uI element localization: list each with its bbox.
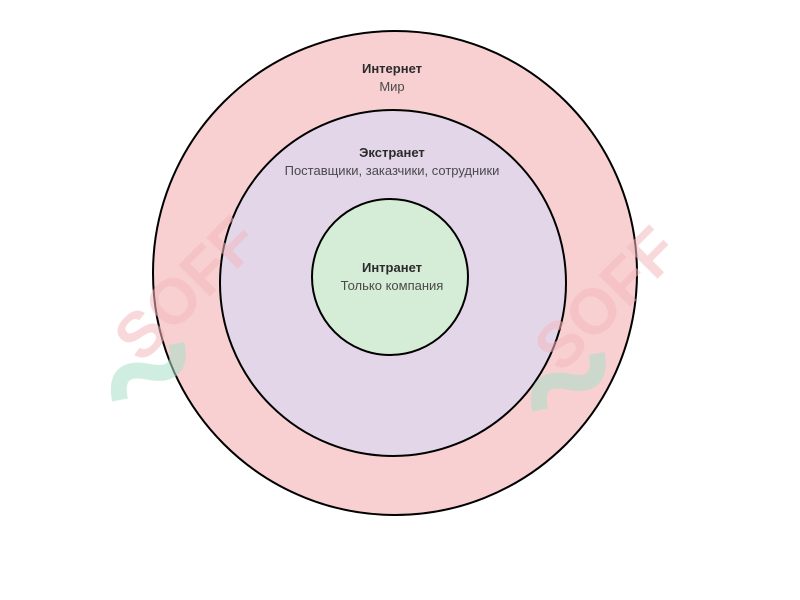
intranet-title: Интранет [362, 260, 422, 275]
extranet-subtitle: Поставщики, заказчики, сотрудники [285, 163, 500, 178]
watermark-mark-icon [530, 351, 606, 412]
extranet-title: Экстранет [359, 145, 425, 160]
internet-title: Интернет [362, 61, 422, 76]
intranet-subtitle: Только компания [341, 278, 444, 293]
watermark-mark-icon [110, 341, 186, 402]
intranet-circle [311, 198, 469, 356]
internet-subtitle: Мир [379, 79, 404, 94]
